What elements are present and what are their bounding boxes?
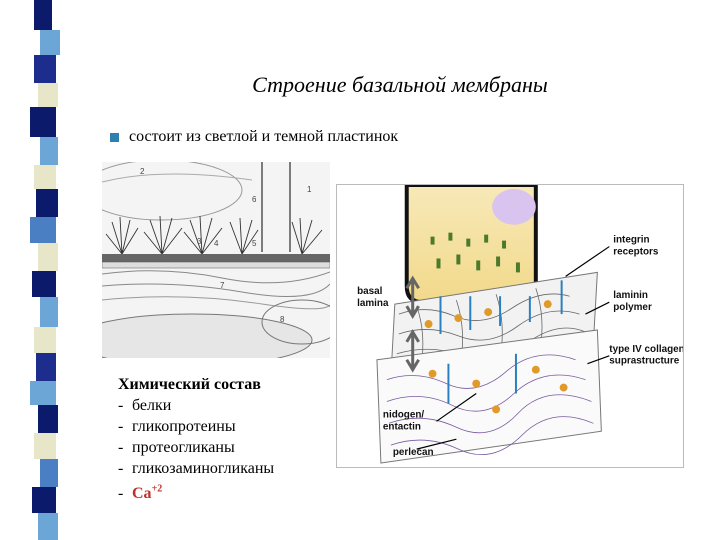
label-5: 5 xyxy=(252,239,257,248)
list-item-calcium: -Ca+2 xyxy=(118,479,274,504)
bullet-text: состоит из светлой и темной пластинок xyxy=(129,128,398,145)
list-item: -протеогликаны xyxy=(118,437,274,458)
label-perlecan: perlecan xyxy=(393,447,434,458)
label-1: 1 xyxy=(307,185,312,194)
label-3: 3 xyxy=(197,237,202,246)
label-7: 7 xyxy=(220,281,225,290)
decorative-stripe xyxy=(0,0,64,540)
list-item: -белки xyxy=(118,395,274,416)
label-4: 4 xyxy=(214,239,219,248)
label-nidogen-entactin: nidogen/entactin xyxy=(383,409,425,432)
membrane-micrograph: 2 6 1 3 4 5 7 8 xyxy=(102,162,330,358)
label-6: 6 xyxy=(252,195,257,204)
chemical-composition-block: Химический состав -белки -гликопротеины … xyxy=(118,374,274,504)
square-bullet-icon xyxy=(110,133,119,142)
composition-heading: Химический состав xyxy=(118,374,274,395)
bullet-item: состоит из светлой и темной пластинок xyxy=(110,128,398,146)
list-item: -гликопротеины xyxy=(118,416,274,437)
label-8: 8 xyxy=(280,315,285,324)
slide-title: Строение базальной мембраны xyxy=(160,72,640,98)
list-item: -гликозаминогликаны xyxy=(118,458,274,479)
calcium-ion: Ca+2 xyxy=(132,485,162,502)
label-2: 2 xyxy=(140,167,145,176)
